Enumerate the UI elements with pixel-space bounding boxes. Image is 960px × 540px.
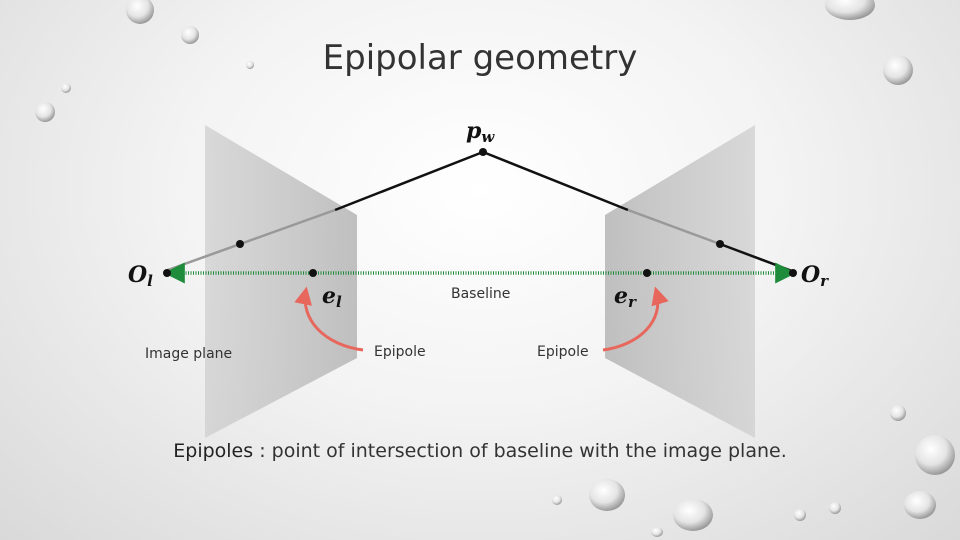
- label-pw: pw: [466, 118, 495, 146]
- droplet: [589, 479, 625, 511]
- epipole-left-arrow: [294, 286, 364, 352]
- label-or: Or: [801, 262, 829, 290]
- label-ol: Ol: [128, 262, 153, 290]
- droplet: [651, 527, 663, 537]
- baseline-label: Baseline: [451, 286, 511, 302]
- droplet: [246, 61, 254, 69]
- ray-left-lower: [164, 208, 336, 273]
- droplet: [915, 435, 955, 475]
- epipole-right-point: [643, 269, 651, 277]
- epipole-left-point: [309, 269, 317, 277]
- image-point-right: [716, 240, 724, 248]
- image-point-left: [236, 240, 244, 248]
- label-er: er: [614, 283, 636, 311]
- caption: Epipoles : point of intersection of base…: [0, 440, 960, 462]
- ray-right-upper: [482, 150, 629, 212]
- slide-title: Epipolar geometry: [322, 38, 638, 78]
- right-image-plane: [605, 125, 755, 438]
- epipole-right-arrow: [602, 286, 669, 352]
- droplet: [673, 499, 713, 531]
- droplet: [794, 509, 806, 521]
- droplet: [181, 26, 199, 44]
- ray-left-upper: [334, 150, 484, 212]
- droplet: [61, 83, 71, 93]
- droplet: [35, 102, 55, 122]
- image-plane-label: Image plane: [145, 346, 233, 362]
- label-el: el: [322, 283, 342, 311]
- droplet: [552, 495, 562, 505]
- epipole-left-label: Epipole: [374, 344, 426, 360]
- droplet: [126, 0, 154, 24]
- camera-center-left: [163, 269, 171, 277]
- droplet: [904, 491, 936, 519]
- camera-center-right: [789, 269, 797, 277]
- point-pw: [479, 148, 487, 156]
- epipole-right-label: Epipole: [537, 344, 589, 360]
- droplet: [829, 502, 841, 514]
- left-image-plane: [205, 125, 357, 438]
- droplet: [890, 405, 906, 421]
- caption-text: point of intersection of baseline with t…: [271, 440, 787, 462]
- ray-right-middle: [627, 208, 721, 246]
- droplet: [883, 55, 913, 85]
- caption-separator: :: [253, 440, 272, 462]
- caption-term: Epipoles: [173, 440, 254, 462]
- droplet: [825, 0, 875, 20]
